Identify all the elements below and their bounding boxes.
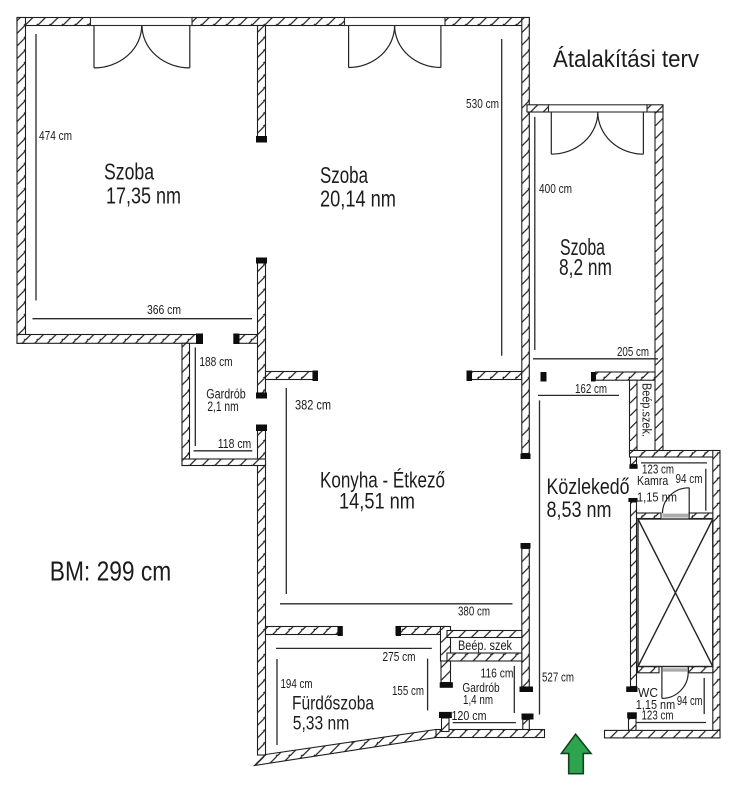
svg-text:275 cm: 275 cm — [383, 649, 416, 664]
svg-text:Átalakítási terv: Átalakítási terv — [553, 46, 699, 73]
svg-text:400 cm: 400 cm — [539, 181, 572, 196]
svg-text:380 cm: 380 cm — [458, 604, 490, 619]
svg-text:Közlekedő: Közlekedő — [547, 474, 630, 499]
svg-text:17,35 nm: 17,35 nm — [106, 183, 181, 209]
svg-text:Kamra: Kamra — [637, 473, 669, 488]
svg-text:WC: WC — [638, 685, 658, 700]
svg-text:120 cm: 120 cm — [452, 708, 487, 723]
svg-text:123 cm: 123 cm — [642, 708, 674, 723]
svg-text:1,15 nm: 1,15 nm — [637, 490, 677, 505]
svg-text:194 cm: 194 cm — [281, 676, 313, 691]
svg-text:Szoba: Szoba — [104, 158, 154, 184]
svg-text:474 cm: 474 cm — [39, 128, 72, 143]
svg-text:123 cm: 123 cm — [642, 462, 674, 477]
svg-text:Gardrób: Gardrób — [206, 387, 246, 402]
svg-text:Beép. szek: Beép. szek — [458, 637, 513, 653]
svg-text:116 cm: 116 cm — [481, 666, 514, 681]
svg-text:530 cm: 530 cm — [466, 96, 499, 111]
svg-text:188 cm: 188 cm — [199, 354, 232, 369]
svg-text:Beép.szek.: Beép.szek. — [640, 383, 655, 437]
svg-text:Gardrób: Gardrób — [462, 680, 499, 695]
svg-text:5,33 nm: 5,33 nm — [293, 714, 350, 735]
svg-text:1,15 nm: 1,15 nm — [636, 697, 675, 712]
svg-text:382 cm: 382 cm — [295, 397, 331, 413]
svg-text:2,1 nm: 2,1 nm — [207, 399, 238, 414]
svg-text:205 cm: 205 cm — [617, 344, 649, 359]
svg-text:20,14 nm: 20,14 nm — [320, 186, 396, 212]
svg-text:BM: 299 cm: BM: 299 cm — [50, 556, 172, 587]
svg-text:8,2 nm: 8,2 nm — [559, 254, 612, 280]
svg-text:Fürdőszoba: Fürdőszoba — [292, 694, 374, 715]
svg-text:366 cm: 366 cm — [147, 302, 181, 317]
svg-text:Konyha - Étkező: Konyha - Étkező — [320, 468, 445, 493]
svg-text:Szoba: Szoba — [560, 234, 605, 260]
svg-text:527 cm: 527 cm — [542, 669, 574, 684]
svg-text:Szoba: Szoba — [320, 162, 368, 188]
svg-text:94 cm: 94 cm — [676, 471, 703, 486]
svg-text:8,53 nm: 8,53 nm — [547, 497, 612, 522]
svg-text:14,51 nm: 14,51 nm — [339, 489, 415, 514]
svg-text:155 cm: 155 cm — [392, 683, 424, 698]
svg-text:118 cm: 118 cm — [218, 436, 252, 451]
svg-text:1,4 nm: 1,4 nm — [463, 692, 493, 707]
svg-text:94 cm: 94 cm — [677, 693, 703, 708]
svg-text:162 cm: 162 cm — [575, 381, 607, 396]
